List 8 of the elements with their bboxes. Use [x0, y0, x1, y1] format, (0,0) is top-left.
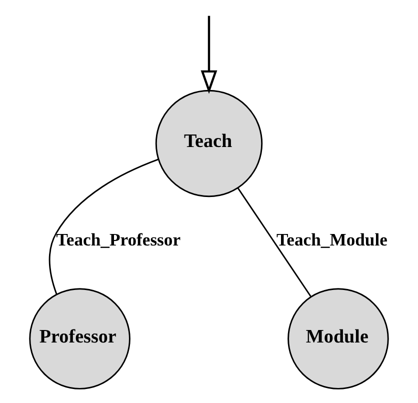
edge-label: Teach_Professor [56, 230, 181, 250]
node-circle: Teach [155, 90, 263, 198]
connector [237, 188, 312, 297]
node-circle: Professor [29, 288, 130, 390]
connector [48, 158, 159, 294]
edge-label: Teach_Module [276, 230, 388, 250]
arrow [200, 16, 218, 94]
node-circle: Module [288, 288, 389, 390]
